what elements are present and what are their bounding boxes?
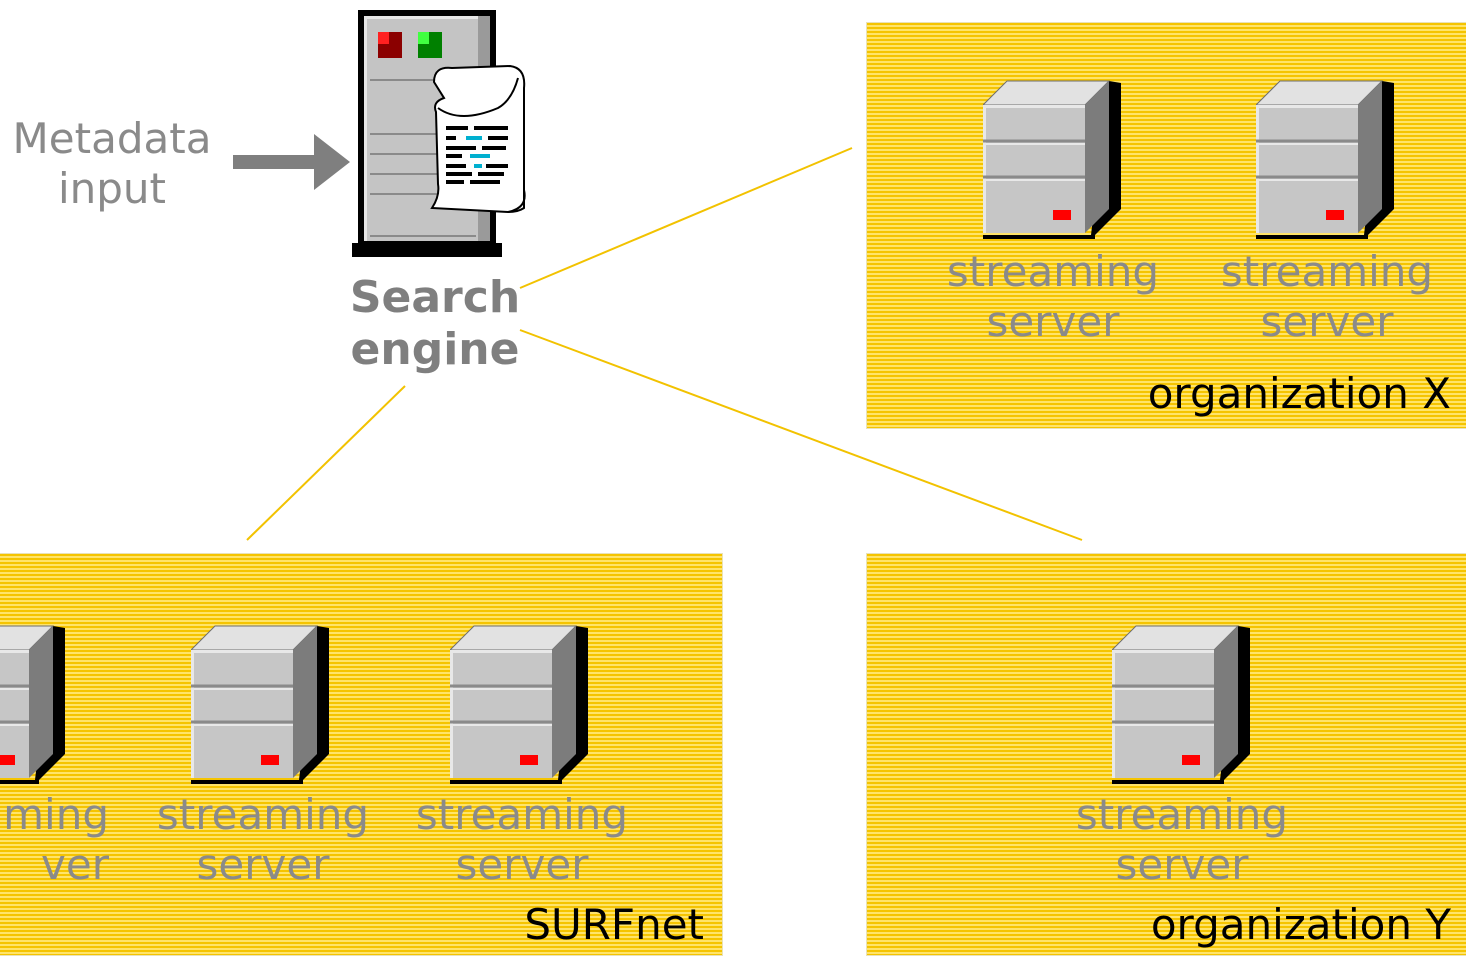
server-icon xyxy=(450,624,590,784)
streaming-server-line2: server xyxy=(1115,840,1249,889)
server-icon xyxy=(191,624,331,784)
search-engine-line2: engine xyxy=(350,324,520,375)
streaming-server-label: streaming server xyxy=(1068,790,1296,890)
metadata-input-line2: input xyxy=(57,164,167,213)
metadata-input-label: Metadata input xyxy=(0,114,224,214)
connector-to-organization-y xyxy=(519,329,1083,541)
connector-to-surfnet xyxy=(246,385,406,541)
streaming-server-label: streaming server xyxy=(939,247,1167,347)
server-icon xyxy=(0,624,67,784)
server-icon xyxy=(983,79,1123,239)
streaming-server-line1: streaming xyxy=(1220,247,1434,296)
streaming-server-line1: streaming xyxy=(415,790,629,839)
server-icon xyxy=(1112,624,1252,784)
search-engine-line1: Search xyxy=(349,272,521,323)
streaming-server-label: streaming server xyxy=(408,790,636,890)
streaming-server-line1-partial: ming xyxy=(3,790,109,839)
streaming-server-line2: server xyxy=(196,840,330,889)
organization-y-name: organization Y xyxy=(1150,900,1451,949)
streaming-server-line2: server xyxy=(986,297,1120,346)
organization-x-name: organization X xyxy=(1147,369,1451,418)
streaming-server-line1: streaming xyxy=(1075,790,1289,839)
search-engine-label: Search engine xyxy=(340,272,530,376)
streaming-server-line2-partial: ver xyxy=(41,840,109,889)
server-icon xyxy=(1256,79,1396,239)
server-tower-with-document-icon xyxy=(352,10,526,257)
organization-x-box: streaming server streaming server organi… xyxy=(866,22,1466,429)
organization-y-box: streaming server organization Y xyxy=(866,553,1466,956)
streaming-server-line1: streaming xyxy=(946,247,1160,296)
metadata-input-line1: Metadata xyxy=(12,114,212,163)
streaming-server-label: streaming server xyxy=(149,790,377,890)
streaming-server-line1: streaming xyxy=(156,790,370,839)
connector-to-organization-x xyxy=(519,147,853,289)
streaming-server-line2: server xyxy=(1260,297,1394,346)
streaming-server-label-partial: ming ver xyxy=(0,790,109,890)
arrow-right-icon xyxy=(233,134,350,190)
surfnet-name: SURFnet xyxy=(524,900,704,949)
surfnet-box: ming ver streaming server streaming serv… xyxy=(0,553,723,956)
streaming-server-line2: server xyxy=(455,840,589,889)
streaming-server-label: streaming server xyxy=(1213,247,1441,347)
